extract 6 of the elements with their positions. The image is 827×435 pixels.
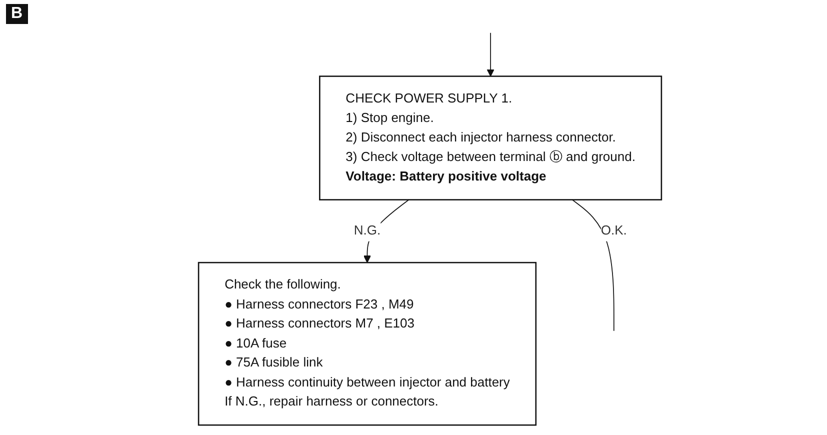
- edge-label: O.K.: [600, 223, 627, 238]
- arrow: [486, 32, 494, 77]
- section-marker: B: [6, 4, 28, 24]
- edge-label: N.G.: [354, 223, 381, 238]
- process-box: Check the following. ● Harness connectors F23 , M49 ● Harness connectors M7 , E103 ● 10A fuse ● 75A fusible link ● Harness continuity between injector and battery If N.G., repair harness or connectors.: [198, 262, 537, 426]
- process-box: CHECK POWER SUPPLY 1. 1) Stop engine. 2) Disconnect each injector harness connector. 3) Check voltage between terminal ⓑ and ground. Voltage: Battery positive voltage: [319, 76, 662, 200]
